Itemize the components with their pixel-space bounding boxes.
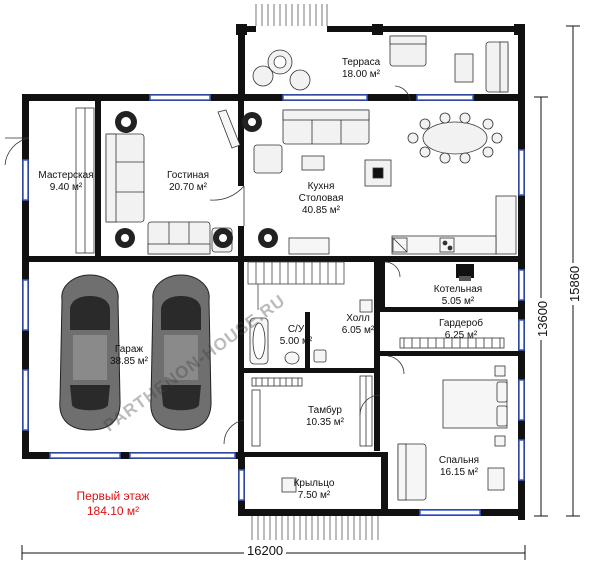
room-area: 6.05 м² <box>341 325 375 336</box>
floor-title: Первый этаж <box>76 489 150 503</box>
wardrobe-racks <box>251 337 505 447</box>
room-area: 18.00 м² <box>341 69 381 80</box>
room-name: Мастерская <box>38 170 94 181</box>
room-area: 10.35 м² <box>305 417 345 428</box>
room-area: 5.00 м² <box>279 336 313 347</box>
room-name: Кухня <box>307 181 335 192</box>
bathroom-fixtures <box>249 317 327 365</box>
room-label-wardrobe: Гардероб 6.25 м² <box>439 318 483 342</box>
kitchen-counters <box>288 195 517 255</box>
dimension-depth-total: 15860 <box>567 262 582 305</box>
dimension-depth-inner: 13600 <box>535 297 550 340</box>
floor-total-area: 184.10 м² <box>86 504 140 518</box>
terrace-furniture <box>252 35 509 93</box>
room-name: Гостиная <box>167 170 209 181</box>
room-name: Гараж <box>114 344 144 355</box>
room-label-boiler: Котельная 5.05 м² <box>434 284 482 308</box>
staircase <box>247 261 345 310</box>
hall-details <box>281 299 373 493</box>
room-name: Котельная <box>433 284 483 295</box>
room-label-bath: С/У 5.00 м² <box>280 324 312 348</box>
room-area: 20.70 м² <box>168 182 208 193</box>
bedroom-furniture <box>397 365 508 501</box>
room-name: Холл <box>346 313 370 324</box>
room-area: 16.15 м² <box>439 467 478 478</box>
tv-unit <box>217 109 241 149</box>
room-name: Столовая <box>298 193 344 204</box>
boiler-unit <box>456 264 474 281</box>
room-label-hall: Холл 6.05 м² <box>342 313 374 337</box>
room-area: 9.40 м² <box>49 182 83 193</box>
room-name: С/У <box>287 324 305 335</box>
room-name: Тамбур <box>308 405 342 416</box>
room-label-terrace: Терраса 18.00 м² <box>342 57 380 81</box>
room-name: Гардероб <box>439 318 483 329</box>
floor-total-label: Первый этаж 184.10 м² <box>77 489 150 519</box>
room-area: 7.50 м² <box>297 490 331 501</box>
room-name: Терраса <box>341 57 381 68</box>
interior-walls <box>29 101 518 457</box>
windows <box>22 94 525 516</box>
dimension-width: 16200 <box>244 543 287 558</box>
room-name: Крыльцо <box>293 478 335 489</box>
plants <box>115 111 278 248</box>
garage-cars <box>59 274 212 431</box>
room-label-porch: Крыльцо 7.50 м² <box>294 478 335 502</box>
room-area: 38.85 м² <box>109 356 149 367</box>
room-area: 6.25 м² <box>444 330 478 341</box>
room-area: 40.85 м² <box>301 205 340 216</box>
room-label-workshop: Мастерская 9.40 м² <box>38 170 93 194</box>
room-label-bedroom: Спальня 16.15 м² <box>439 455 479 479</box>
workshop-cabinet <box>75 107 95 254</box>
dining-furniture <box>253 109 503 187</box>
room-name: Спальня <box>438 455 480 466</box>
room-label-garage: Гараж 38.85 м² <box>110 344 148 368</box>
room-label-vestibule: Тамбур 10.35 м² <box>306 405 344 429</box>
room-label-living: Гостиная 20.70 м² <box>167 170 209 194</box>
room-area: 5.05 м² <box>441 296 475 307</box>
terrace-steps <box>255 4 328 26</box>
porch-steps <box>251 512 379 540</box>
room-label-kitchen: Кухня Столовая 40.85 м² <box>299 181 344 217</box>
